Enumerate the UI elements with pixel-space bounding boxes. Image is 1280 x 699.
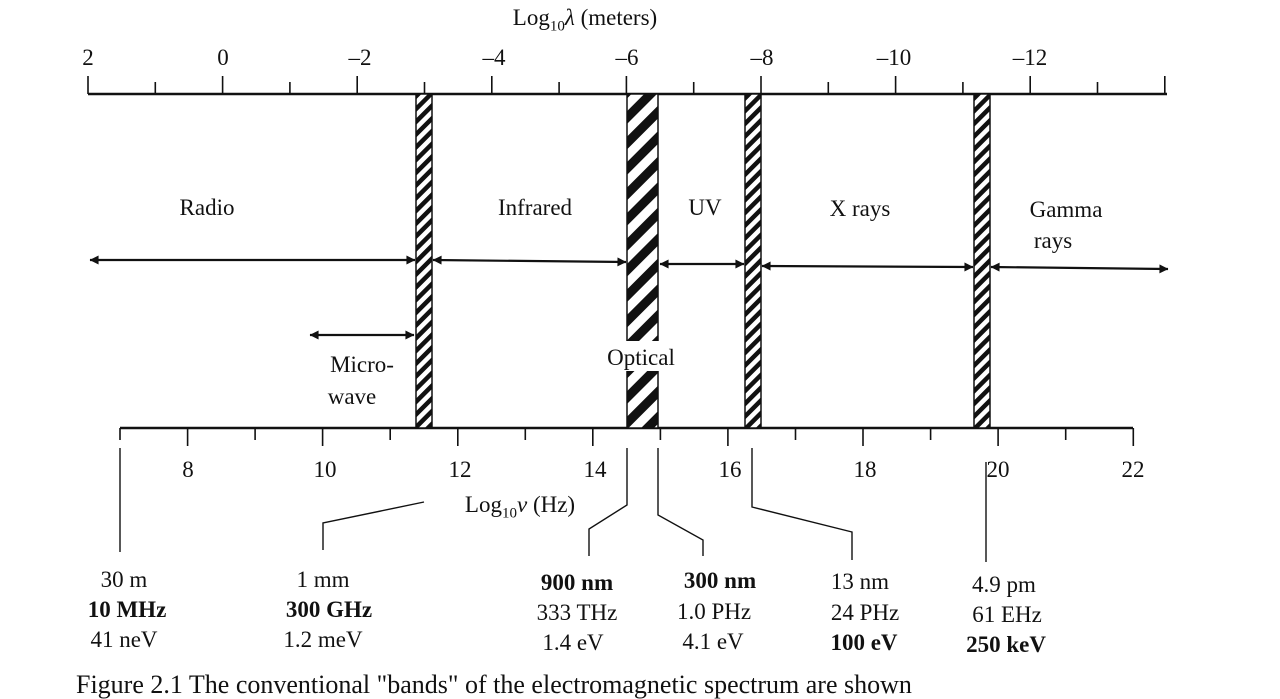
region-label-xrays: X rays	[829, 196, 891, 221]
region-label-infrared: Infrared	[497, 195, 573, 220]
region-label-radio: Radio	[179, 195, 235, 220]
bottom-axis-title-base: 10	[501, 505, 517, 522]
bottom-tick-label: 10	[313, 457, 337, 482]
top-axis-title-log: Log	[512, 5, 550, 30]
figure-caption: Figure 2.1 The conventional "bands" of t…	[76, 670, 912, 699]
boundary-band-microwave-infrared	[415, 93, 433, 429]
bottom-axis-title-symbol: ν	[516, 492, 528, 517]
bottom-tick-label: 18	[853, 457, 877, 482]
top-tick-label: –6	[615, 45, 639, 70]
top-axis-title-unit: (meters)	[580, 5, 658, 30]
optical-label-background	[596, 341, 688, 371]
top-tick-label: –10	[876, 45, 912, 70]
region-label-microwave-2: wave	[327, 384, 377, 409]
bottom-tick-label: 14	[583, 457, 607, 482]
region-label-optical: Optical	[607, 345, 675, 370]
top-tick-label: 2	[82, 45, 94, 70]
top-tick-label: –2	[348, 45, 372, 70]
bottom-tick-label: 22	[1121, 457, 1145, 482]
boundary-band-optical	[626, 93, 659, 429]
gamma-arrow	[990, 262, 1169, 274]
boundary-1-frequency: 10 MHz	[87, 597, 167, 622]
boundary-4-wavelength: 300 nm	[683, 568, 757, 593]
boundary-6-frequency: 61 EHz	[972, 602, 1042, 627]
top-tick-label: 0	[217, 45, 229, 70]
top-tick-label: –4	[482, 45, 506, 70]
leader-lines	[119, 448, 987, 562]
region-label-uv: UV	[688, 195, 722, 220]
region-label-gamma: Gamma	[1029, 197, 1103, 222]
boundary-2-frequency: 300 GHz	[285, 597, 373, 622]
bottom-tick-label: 8	[182, 457, 194, 482]
region-arrows	[89, 255, 1169, 340]
boundary-1-energy: 41 neV	[90, 627, 158, 652]
boundary-1-wavelength: 30 m	[100, 567, 148, 592]
region-label-gamma-rays: rays	[1033, 228, 1073, 253]
top-tick-label: –8	[750, 45, 774, 70]
boundary-6-energy: 250 keV	[966, 632, 1046, 657]
bottom-axis-title-unit: (Hz)	[532, 492, 576, 517]
top-axis-ticks	[87, 76, 1166, 94]
boundary-band-xray-gamma	[973, 93, 991, 429]
leader-line-5	[751, 448, 853, 560]
boundary-5-energy: 100 eV	[830, 630, 898, 655]
top-axis-title-symbol: λ	[564, 5, 575, 30]
boundary-3-frequency: 333 THz	[536, 600, 618, 625]
bottom-axis-ticks	[119, 428, 1135, 446]
leader-line-2	[322, 501, 425, 550]
top-tick-label: –12	[1012, 45, 1048, 70]
top-axis-title: Log10λ (meters)	[513, 6, 657, 35]
infrared-arrow	[432, 255, 627, 267]
boundary-5-wavelength: 13 nm	[830, 569, 890, 594]
boundary-6-wavelength: 4.9 pm	[972, 572, 1036, 597]
boundary-5-frequency: 24 PHz	[830, 600, 900, 625]
boundary-4-frequency: 1.0 PHz	[676, 599, 752, 624]
bottom-tick-label: 20	[986, 457, 1010, 482]
bottom-tick-label: 16	[718, 457, 742, 482]
boundary-2-energy: 1.2 meV	[283, 627, 363, 652]
bottom-tick-label: 12	[448, 457, 472, 482]
boundary-4-energy: 4.1 eV	[682, 629, 744, 654]
top-axis-title-base: 10	[549, 18, 565, 35]
leader-line-3	[588, 448, 628, 556]
leader-line-4	[657, 448, 704, 556]
boundary-3-wavelength: 900 nm	[540, 570, 614, 595]
boundary-2-wavelength: 1 mm	[296, 567, 350, 592]
boundary-band-uv-xray	[744, 93, 762, 429]
bottom-axis-title-log: Log	[464, 492, 502, 517]
xray-arrow	[761, 261, 974, 272]
bottom-axis-title: Log10ν (Hz)	[465, 493, 575, 522]
region-label-microwave-1: Micro-	[330, 352, 394, 377]
boundary-3-energy: 1.4 eV	[542, 630, 604, 655]
